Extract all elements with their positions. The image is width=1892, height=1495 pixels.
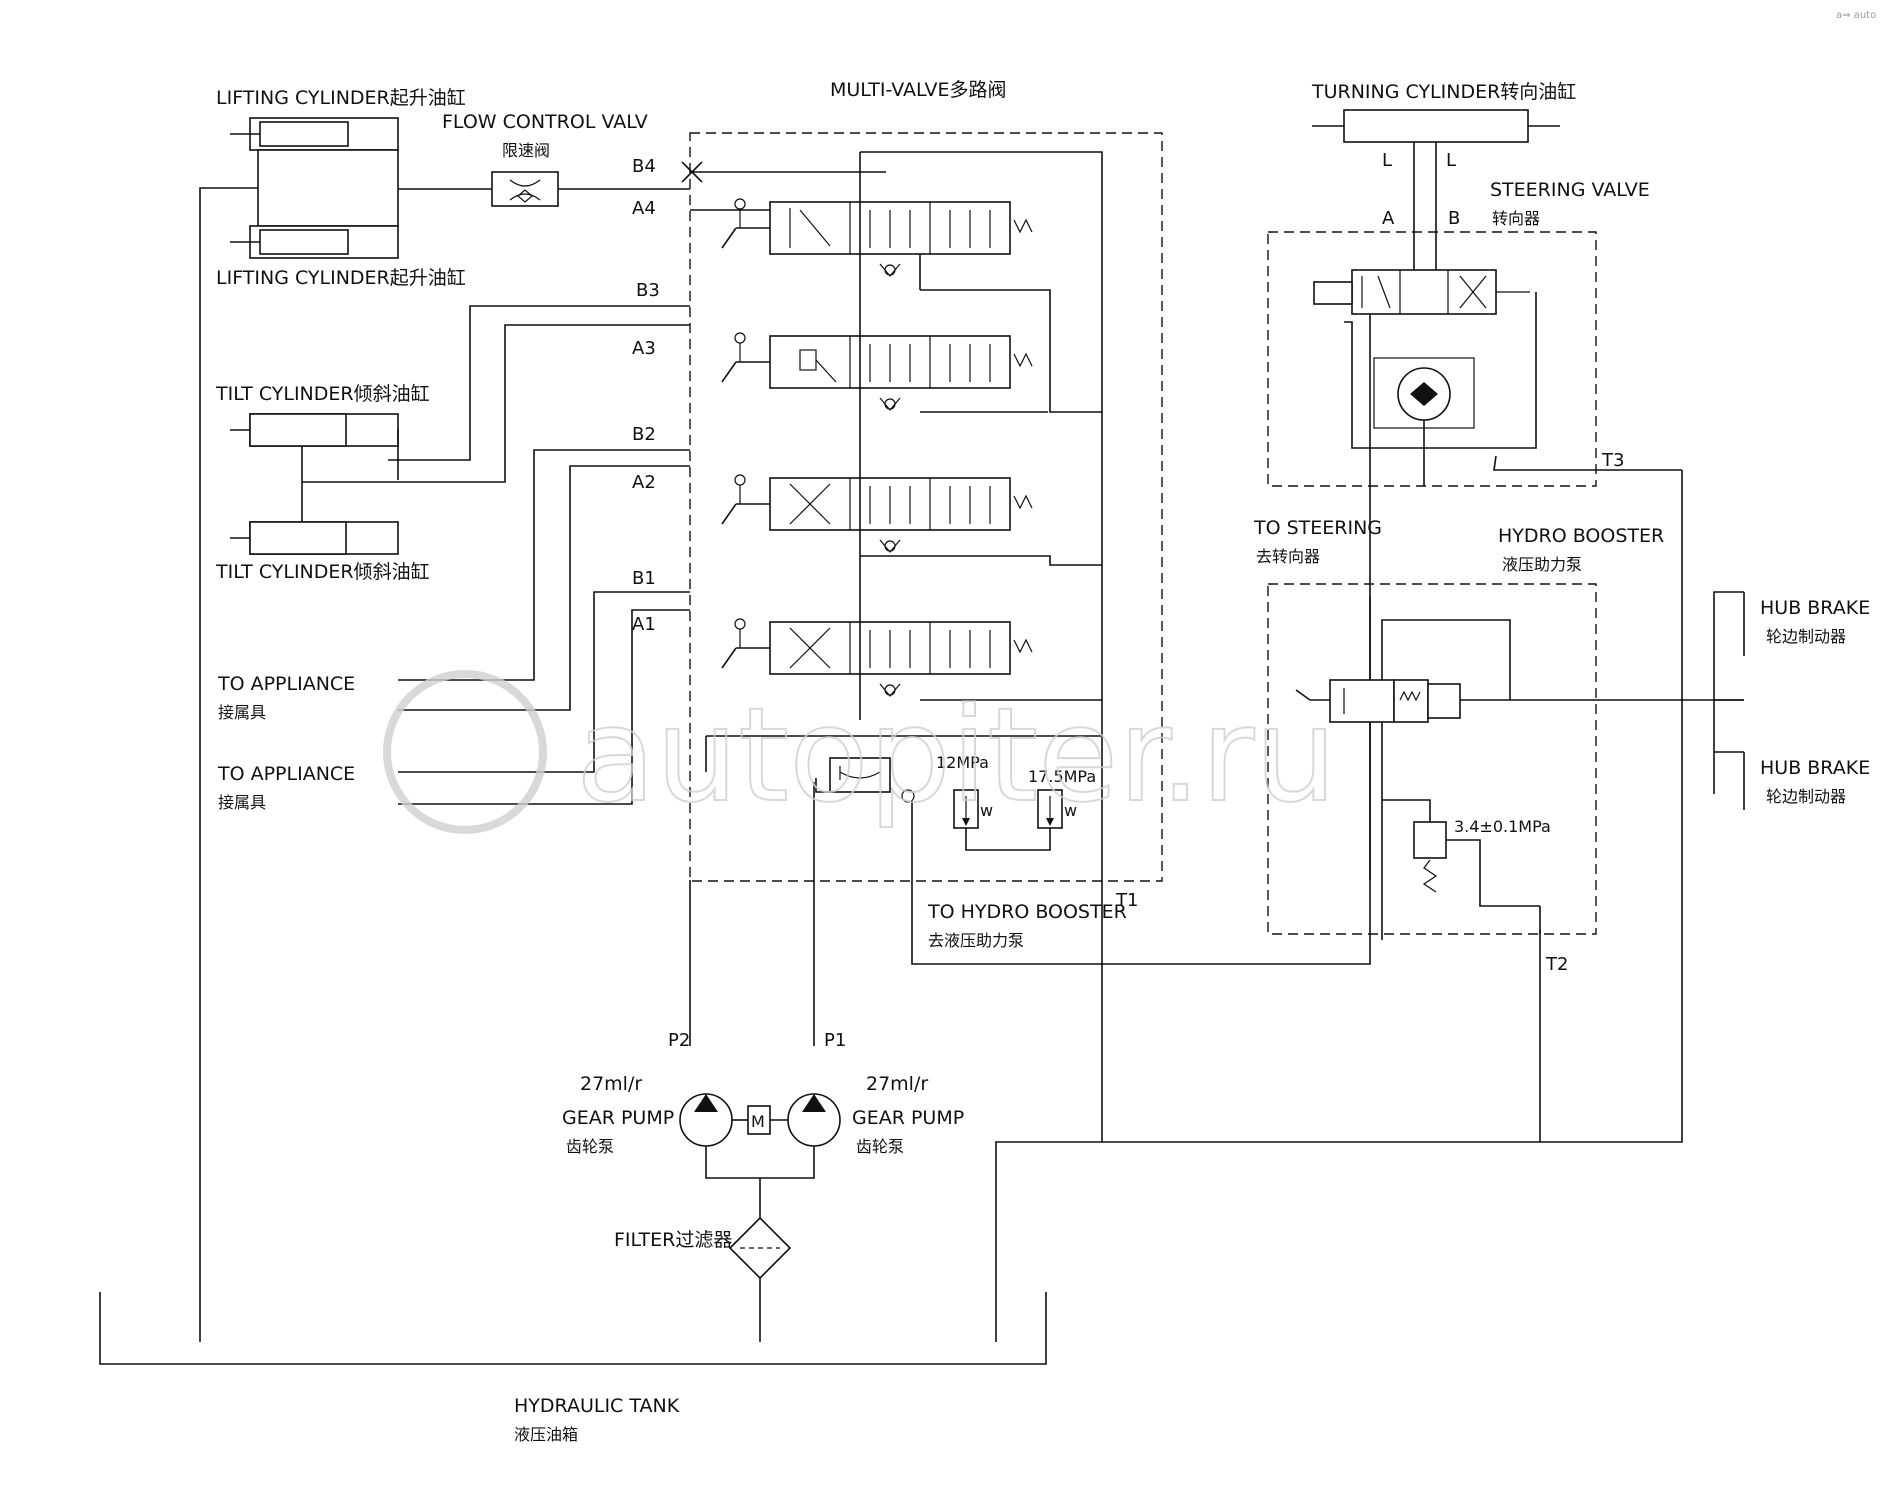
tilt-cylinder-top (230, 413, 399, 447)
hydraulic-tank-cn-label: 液压油箱 (514, 1425, 578, 1444)
spring-w-1: w (980, 801, 993, 820)
spool-section-4 (721, 198, 1033, 255)
gear-pump-right (787, 1093, 841, 1147)
watermark: autopiter.ru (383, 670, 1338, 834)
hub-brake-1-cn-label: 轮边制动器 (1766, 627, 1846, 646)
priority-valve (705, 735, 1102, 793)
spool-section-1 (721, 618, 1033, 675)
to-appliance-1-cn-label: 接属具 (218, 703, 266, 722)
steering-motor (1373, 357, 1475, 429)
hydro-booster-cn-label: 液压助力泵 (1502, 555, 1582, 574)
watermark-corner: a⇒ auto (1836, 10, 1876, 21)
hydraulic-tank (99, 1292, 1047, 1365)
gear-pump-right-cn-label: 齿轮泵 (856, 1137, 904, 1156)
port-b2: B2 (632, 424, 656, 445)
steering-valve-label: STEERING VALVE (1490, 179, 1650, 201)
filter (728, 1216, 792, 1342)
spool-section-2 (721, 474, 1033, 531)
pressure-valve-3-4 (1382, 799, 1540, 907)
to-steering-cn-label: 去转向器 (1256, 547, 1320, 566)
relief-valve-12mpa (953, 789, 1051, 851)
motor: M (732, 1105, 788, 1135)
gear-pump-left-label: GEAR PUMP (562, 1107, 674, 1129)
spool-section-3 (721, 332, 1033, 389)
gear-pump-left-cn-label: 齿轮泵 (566, 1137, 614, 1156)
turning-cylinder-label: TURNING CYLINDER转向油缸 (1311, 81, 1576, 103)
hydro-booster-boundary (1267, 583, 1597, 935)
lifting-cylinder-body (257, 149, 399, 227)
port-a3: A3 (632, 338, 656, 359)
turning-cylinder (1312, 109, 1560, 270)
port-a2: A2 (632, 472, 656, 493)
to-hydro-booster-cn-label: 去液压助力泵 (928, 931, 1024, 950)
steering-spool (1313, 269, 1530, 315)
hub-brake-1-label: HUB BRAKE (1760, 597, 1870, 619)
hub-brake-2-label: HUB BRAKE (1760, 757, 1870, 779)
port-p1: P1 (824, 1030, 846, 1051)
port-b4: B4 (632, 156, 656, 177)
displacement-right-label: 27ml/r (866, 1073, 928, 1095)
tilt-cylinder-bottom-label: TILT CYLINDER倾斜油缸 (215, 561, 430, 583)
flow-control-valve-label: FLOW CONTROL VALV (442, 111, 648, 133)
watermark-text: autopiter.ru (576, 679, 1337, 831)
port-steer-a: A (1382, 208, 1395, 229)
pressure-12-label: 12MPa (936, 753, 989, 772)
port-p2: P2 (668, 1030, 690, 1051)
lifting-cylinder-bottom (230, 225, 399, 259)
hydro-booster-label: HYDRO BOOSTER (1498, 525, 1664, 547)
tilt-cylinder-top-label: TILT CYLINDER倾斜油缸 (215, 383, 430, 405)
port-l-right: L (1446, 150, 1456, 171)
gear-pump-right-label: GEAR PUMP (852, 1107, 964, 1129)
check-valves (879, 263, 901, 697)
to-steering-label: TO STEERING (1253, 517, 1382, 539)
to-appliance-1-label: TO APPLIANCE (217, 673, 355, 695)
port-t1: T1 (1115, 890, 1138, 911)
port-l-left: L (1382, 150, 1392, 171)
steering-valve-boundary (1267, 231, 1597, 487)
spring-w-2: w (1064, 801, 1077, 820)
to-hydro-booster-label: TO HYDRO BOOSTER (927, 901, 1127, 923)
lifting-cylinder-top-label: LIFTING CYLINDER起升油缸 (216, 87, 466, 109)
flow-control-valve-cn-label: 限速阀 (502, 141, 550, 160)
lifting-cylinder-top (230, 117, 399, 151)
multi-valve-label: MULTI-VALVE多路阀 (830, 79, 1007, 101)
port-b1: B1 (632, 568, 656, 589)
pressure-3-4-label: 3.4±0.1MPa (1454, 817, 1551, 836)
port-t2: T2 (1545, 954, 1568, 975)
lifting-cylinder-bottom-label: LIFTING CYLINDER起升油缸 (216, 267, 466, 289)
steering-valve-cn-label: 转向器 (1492, 209, 1540, 228)
port-a1: A1 (632, 614, 656, 635)
port-b3: B3 (636, 280, 660, 301)
filter-label: FILTER过滤器 (614, 1229, 732, 1251)
pressure-17-5-label: 17.5MPa (1028, 767, 1096, 786)
to-appliance-2-label: TO APPLIANCE (217, 763, 355, 785)
gear-pump-left (679, 1093, 733, 1147)
brake-valve (1295, 679, 1461, 723)
to-appliance-2-cn-label: 接属具 (218, 793, 266, 812)
relief-valve-17-5mpa (1037, 789, 1063, 829)
port-a4: A4 (632, 198, 656, 219)
svg-text:M: M (751, 1112, 765, 1131)
tilt-cylinder-bottom (230, 521, 399, 555)
hydraulic-tank-label: HYDRAULIC TANK (514, 1395, 680, 1417)
flow-control-valve (398, 171, 690, 207)
multi-valve-boundary (689, 132, 1163, 882)
hub-brake-2-cn-label: 轮边制动器 (1766, 787, 1846, 806)
port-steer-b: B (1448, 208, 1460, 229)
displacement-left-label: 27ml/r (580, 1073, 642, 1095)
port-t3: T3 (1601, 450, 1624, 471)
